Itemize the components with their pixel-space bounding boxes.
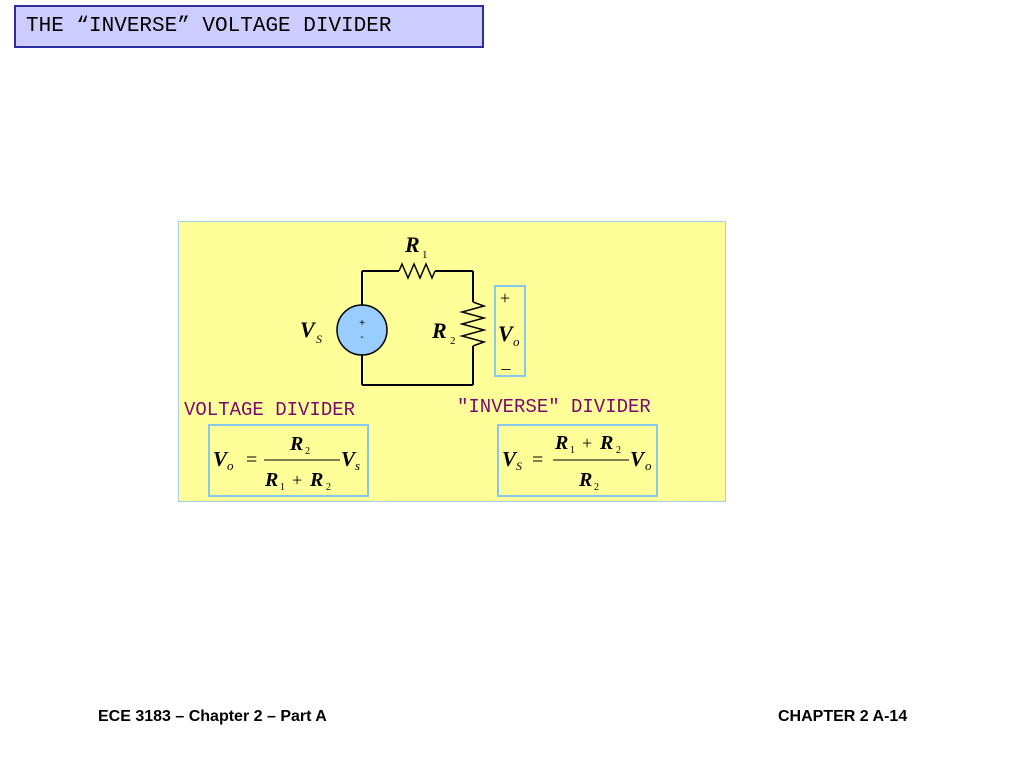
id-rhs-symbol: V bbox=[630, 447, 646, 471]
inverse-divider-heading: "INVERSE" DIVIDER bbox=[457, 396, 651, 418]
id-lhs-sub: S bbox=[516, 459, 522, 473]
vs-label-sub: S bbox=[316, 332, 322, 346]
vd-numerator-symbol: R bbox=[289, 433, 303, 455]
vo-plus-sign: + bbox=[500, 288, 510, 308]
vd-numerator-sub: 2 bbox=[305, 446, 310, 457]
vd-denominator-a-sub: 1 bbox=[280, 482, 285, 493]
id-lhs-symbol: V bbox=[502, 447, 518, 471]
vd-rhs-symbol: V bbox=[341, 447, 357, 471]
inverse-divider-equation: V S = R 1 + R 2 R 2 V o bbox=[497, 424, 658, 497]
id-denominator-symbol: R bbox=[578, 469, 592, 491]
vo-terminal-box bbox=[494, 285, 526, 377]
vo-minus-sign: – bbox=[501, 358, 512, 378]
vo-label-symbol: V bbox=[498, 321, 515, 346]
vd-rhs-sub: s bbox=[355, 458, 360, 473]
id-numerator-a: R bbox=[554, 432, 568, 454]
vd-denominator-b: R bbox=[309, 469, 323, 491]
vd-equals: = bbox=[246, 449, 257, 471]
id-denominator-sub: 2 bbox=[594, 482, 599, 493]
circuit-schematic: + - R 1 R 2 V S + V o – bbox=[300, 232, 520, 386]
footer-page-number: CHAPTER 2 A-14 bbox=[778, 708, 908, 725]
vd-denominator-a: R bbox=[264, 469, 278, 491]
slide-title: THE “INVERSE” VOLTAGE DIVIDER bbox=[14, 5, 484, 48]
vd-lhs-sub: o bbox=[227, 458, 234, 473]
id-numerator-b: R bbox=[599, 432, 613, 454]
vo-label-sub: o bbox=[513, 334, 520, 349]
resistor-r2 bbox=[459, 301, 487, 347]
r1-label-symbol: R bbox=[404, 232, 420, 257]
voltage-divider-formula: V o = R 2 R 1 + R 2 V s bbox=[213, 433, 360, 493]
source-plus-sign: + bbox=[359, 318, 365, 329]
resistor-r1 bbox=[398, 262, 436, 280]
id-numerator-a-sub: 1 bbox=[570, 445, 575, 456]
r1-label-sub: 1 bbox=[422, 249, 428, 261]
id-numerator-op: + bbox=[582, 433, 592, 453]
vd-lhs-symbol: V bbox=[213, 447, 229, 471]
circuit-diagram-panel: + - R 1 R 2 V S + V o – VOLTAGE DIVIDER … bbox=[178, 221, 726, 502]
voltage-divider-equation: V o = R 2 R 1 + R 2 V s bbox=[208, 424, 369, 497]
r2-label-symbol: R bbox=[431, 318, 447, 343]
id-rhs-sub: o bbox=[645, 458, 652, 473]
id-numerator-b-sub: 2 bbox=[616, 445, 621, 456]
r2-label-sub: 2 bbox=[450, 335, 456, 347]
id-equals: = bbox=[532, 449, 543, 471]
voltage-divider-heading: VOLTAGE DIVIDER bbox=[184, 399, 356, 421]
voltage-source bbox=[336, 304, 388, 356]
vd-denominator-op: + bbox=[292, 470, 302, 490]
source-minus-sign: - bbox=[360, 332, 363, 343]
vd-denominator-b-sub: 2 bbox=[326, 482, 331, 493]
footer-course: ECE 3183 – Chapter 2 – Part A bbox=[98, 708, 327, 725]
vs-label-symbol: V bbox=[300, 317, 317, 342]
inverse-divider-formula: V S = R 1 + R 2 R 2 V o bbox=[502, 432, 652, 493]
